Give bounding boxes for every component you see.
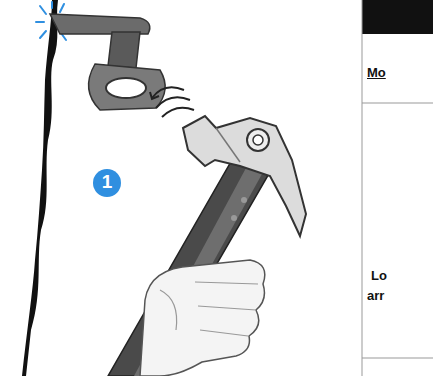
- table-grid: [362, 0, 433, 376]
- table-cell: arr: [367, 288, 384, 303]
- rock-crack: [22, 0, 58, 376]
- table-cell: Lo: [371, 268, 387, 283]
- hammer-head: [183, 116, 306, 236]
- callout-number: 1: [93, 171, 121, 193]
- hand: [140, 260, 265, 376]
- table-cell: Mo: [367, 65, 386, 80]
- motion-lines: [150, 87, 194, 117]
- piton: [50, 14, 165, 110]
- hammer-handle: [108, 160, 270, 376]
- callout-circle: [93, 169, 121, 197]
